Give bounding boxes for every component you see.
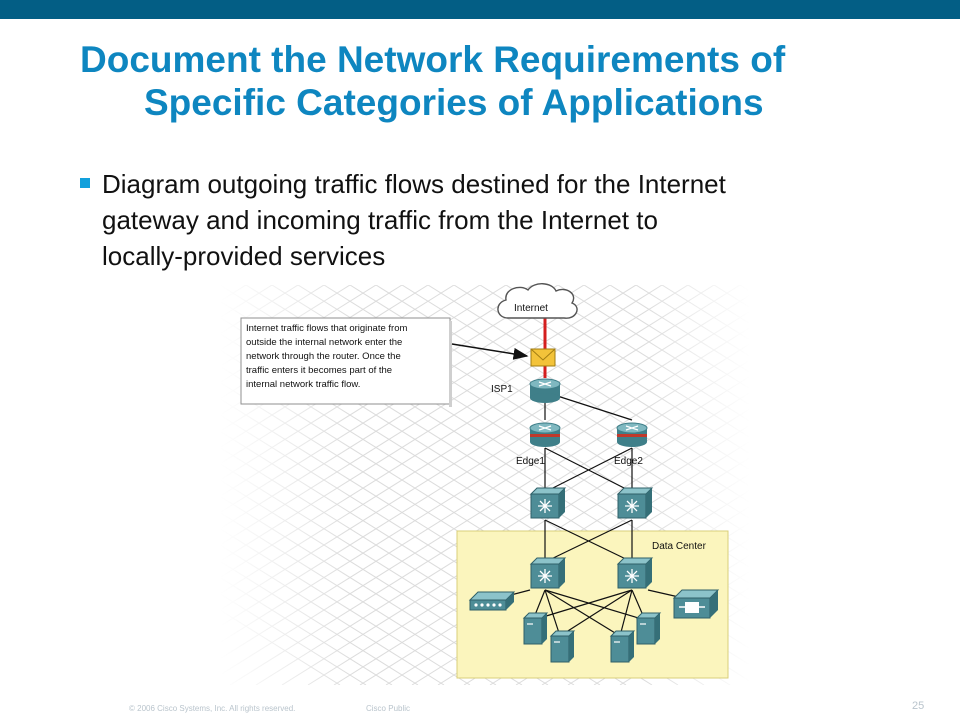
isp-label: ISP1	[491, 384, 513, 395]
server-icon	[609, 630, 636, 663]
bullet-line-2: gateway and incoming traffic from the In…	[102, 205, 658, 235]
callout-line-3: network through the router. Once the	[246, 351, 401, 362]
callout-line-2: outside the internal network enter the	[246, 337, 402, 348]
layer3-switch-icon	[616, 487, 654, 519]
bullet-text: Diagram outgoing traffic flows destined …	[102, 166, 922, 274]
internet-cloud-icon	[497, 283, 578, 319]
square-bullet-icon	[80, 178, 90, 188]
hub-icon	[468, 591, 516, 611]
envelope-icon	[530, 348, 556, 367]
content-switch-icon	[672, 589, 720, 619]
footer-classification: Cisco Public	[366, 704, 411, 713]
edge1-label: Edge1	[516, 456, 545, 467]
layer3-switch-icon	[616, 557, 654, 589]
slide-title: Document the Network Requirements of Spe…	[80, 38, 940, 124]
router-icon	[529, 422, 561, 447]
server-icon	[549, 630, 576, 663]
server-icon	[635, 612, 662, 645]
callout-box	[240, 317, 451, 405]
callout-text: Internet traffic flows that originate fr…	[246, 323, 407, 390]
callout-line-1: Internet traffic flows that originate fr…	[246, 323, 407, 334]
router-icon	[529, 378, 561, 403]
datacenter-label: Data Center	[652, 541, 707, 552]
callout-line-4: traffic enters it becomes part of the	[246, 365, 392, 376]
title-line-2: Specific Categories of Applications	[144, 82, 764, 123]
bullet-line-1: Diagram outgoing traffic flows destined …	[102, 169, 726, 199]
callout-shadow	[449, 321, 452, 407]
page-number: 25	[912, 700, 925, 712]
callout-line-5: internal network traffic flow.	[246, 379, 360, 390]
bullet-line-3: locally-provided services	[102, 241, 386, 271]
callout-arrow	[451, 343, 529, 360]
layer3-switch-icon	[529, 557, 567, 589]
footer-copyright: © 2006 Cisco Systems, Inc. All rights re…	[129, 704, 296, 713]
edge2-label: Edge2	[614, 456, 643, 467]
title-line-1: Document the Network Requirements of	[80, 39, 786, 80]
server-icon	[522, 612, 549, 645]
router-icon	[616, 422, 648, 447]
top-banner	[0, 0, 960, 19]
layer3-switch-icon	[529, 487, 567, 519]
cloud-label: Internet	[514, 303, 548, 314]
